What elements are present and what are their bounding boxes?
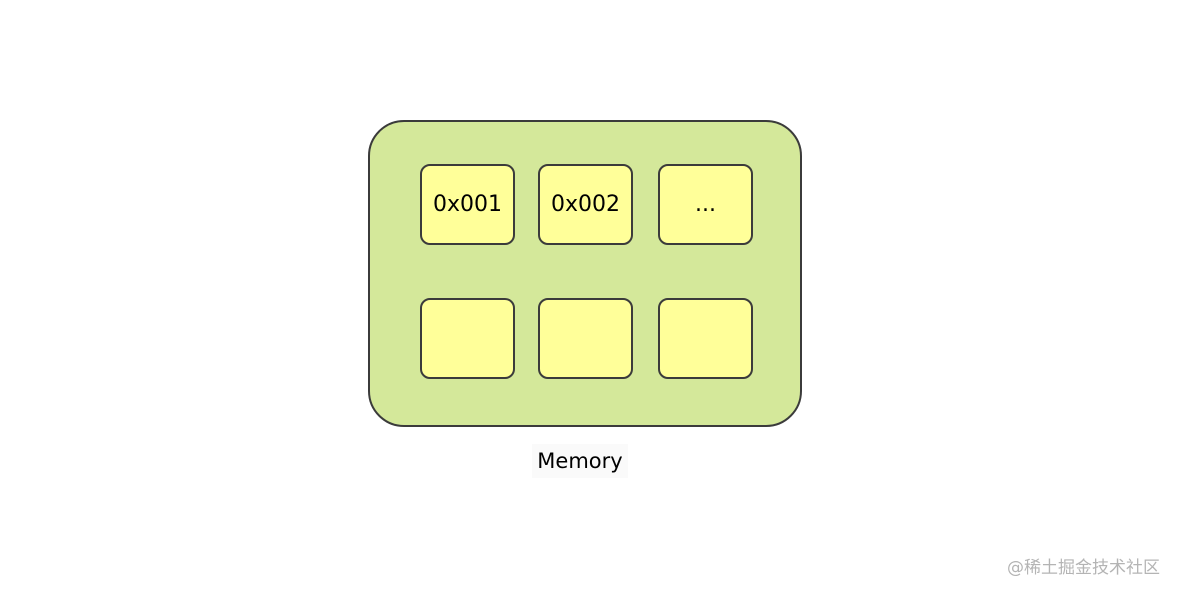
- watermark: @稀土掘金技术社区: [1007, 558, 1160, 578]
- memory-cell-0x001: 0x001: [420, 164, 515, 245]
- memory-cell-empty: [538, 298, 633, 379]
- memory-cell-0x002: 0x002: [538, 164, 633, 245]
- memory-cell-empty: [420, 298, 515, 379]
- memory-label: Memory: [532, 444, 628, 478]
- memory-cell-empty: [658, 298, 753, 379]
- memory-cell-ellipsis: ...: [658, 164, 753, 245]
